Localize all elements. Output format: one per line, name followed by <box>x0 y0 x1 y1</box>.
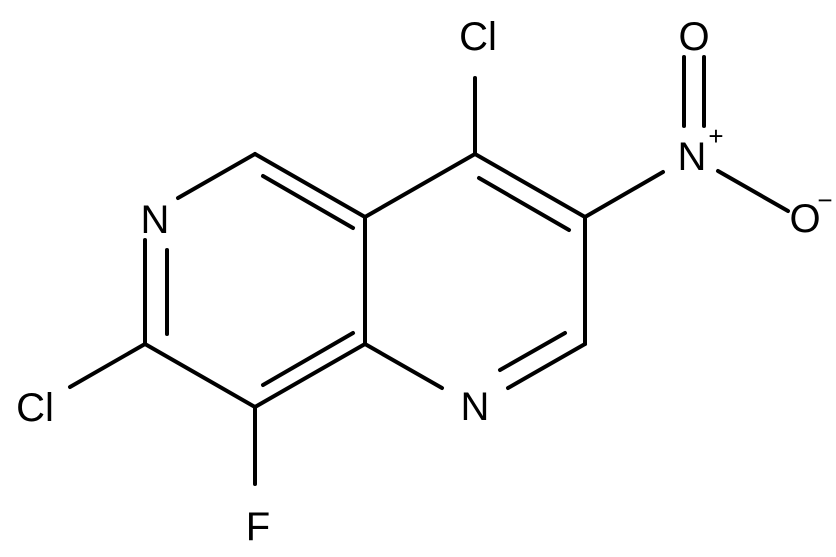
atom-label-cl-bottom-left: Cl <box>16 386 54 430</box>
charge-labels: + − <box>708 121 832 215</box>
atom-label-o-top: O <box>678 15 709 59</box>
bond-nnitro-o-right <box>716 169 790 213</box>
atom-label-n-right: N <box>461 385 490 429</box>
bond-c4a-c4 <box>363 152 477 219</box>
atom-label-n-left: N <box>141 198 170 242</box>
bond-c2-n1-inner <box>498 331 567 372</box>
bond-c2-n1 <box>506 342 587 390</box>
atom-label-o-right: O <box>789 197 820 241</box>
bond-c4-c3 <box>473 152 587 219</box>
bond-n1-c8a <box>363 342 444 390</box>
bond-c7-cl <box>68 342 147 389</box>
bond-c8a-c8 <box>253 342 367 409</box>
atom-labels: N N Cl Cl F N O O <box>16 15 820 549</box>
bond-n6-c5 <box>176 152 257 200</box>
bond-c5-c4a <box>253 152 367 219</box>
bond-c4-c3-inner <box>477 176 571 232</box>
bond-c5-c4a-inner <box>261 174 355 230</box>
bond-c8a-c8-inner <box>261 331 355 387</box>
atom-label-cl-top: Cl <box>459 15 497 59</box>
atom-label-f: F <box>246 505 270 549</box>
atom-label-n-nitro: N <box>678 135 707 179</box>
bonds <box>68 55 790 486</box>
charge-plus-nitro: + <box>708 121 723 151</box>
charge-minus-o: − <box>817 185 832 215</box>
bond-c3-nnitro <box>583 170 665 219</box>
bond-c8-c7 <box>143 342 257 409</box>
